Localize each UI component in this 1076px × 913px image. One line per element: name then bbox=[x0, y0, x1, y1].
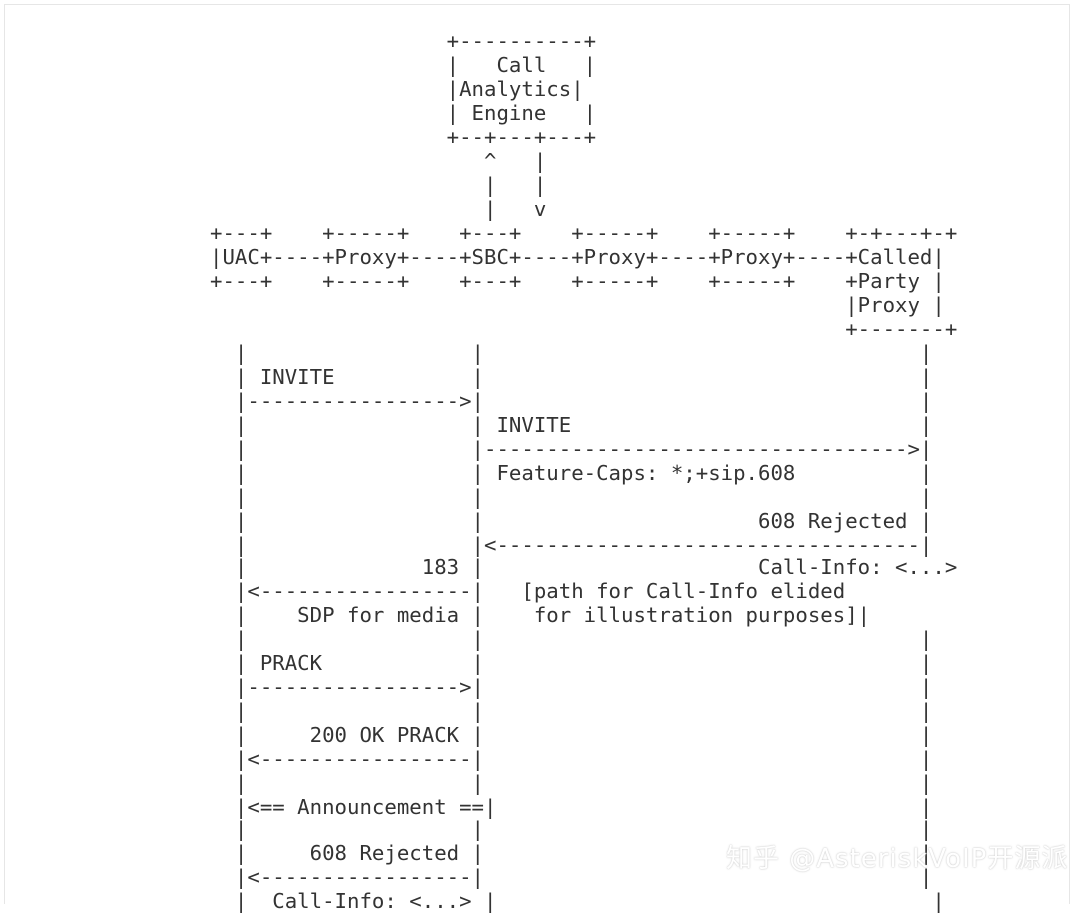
msg-invite2-arrow: | | INVITE | bbox=[210, 413, 933, 437]
msg-invite-label: | | | bbox=[210, 341, 933, 365]
analytics-box-label-1: | Call | bbox=[210, 53, 597, 77]
msg-200ok-label: | | | bbox=[210, 699, 933, 723]
entities-labels-1: |UAC+----+Proxy+----+SBC+----+Proxy+----… bbox=[210, 245, 945, 269]
lifeline-row: |<== Announcement ==| | bbox=[210, 795, 933, 819]
sip-call-flow-diagram: +----------+ | Call | |Analytics| | Engi… bbox=[210, 29, 1010, 913]
analytics-arrow-1: ^ | bbox=[210, 149, 547, 173]
msg-183-arrow-path-note: | 183 | Call-Info: <...> bbox=[210, 555, 958, 579]
lifeline-row: |----------------->| | bbox=[210, 675, 933, 699]
analytics-arrow-3: | v bbox=[210, 197, 547, 221]
analytics-box-label-2: |Analytics| bbox=[210, 77, 584, 101]
analytics-box-label-3: | Engine | bbox=[210, 101, 597, 125]
entities-bottom-border: |Proxy | bbox=[210, 293, 945, 317]
lifeline-row: |<-----------------| | bbox=[210, 747, 933, 771]
lifeline-row: +-------+ bbox=[210, 317, 958, 341]
analytics-box-bottom: +--+---+---+ bbox=[210, 125, 597, 149]
msg-sdp-illustration: |<-----------------| [path for Call-Info… bbox=[210, 579, 846, 603]
lifeline-row: | | Feature-Caps: *;+sip.608 | bbox=[210, 461, 933, 485]
entities-top-border: +---+ +-----+ +---+ +-----+ +-----+ +-+-… bbox=[210, 221, 958, 245]
msg-invite2-label: |----------------->| | bbox=[210, 389, 933, 413]
msg-608-final-arrow: | 608 Rejected | | bbox=[210, 841, 933, 865]
watermark-text: 知乎 @AsteriskVoIP开源派 bbox=[726, 844, 1069, 874]
msg-183-call-info: | |<----------------------------------| bbox=[210, 533, 933, 557]
msg-prack-arrow: | PRACK | | bbox=[210, 651, 933, 675]
lifeline-row: | SDP for media | for illustration purpo… bbox=[210, 603, 871, 627]
msg-call-info-final: |<-----------------| | bbox=[210, 865, 933, 889]
msg-prack-label: | | | bbox=[210, 627, 933, 651]
msg-announcement: | | | bbox=[210, 771, 933, 795]
msg-invite-arrow: | INVITE | | bbox=[210, 365, 933, 389]
msg-feature-caps: | |---------------------------------->| bbox=[210, 437, 933, 461]
entities-labels-2: +---+ +-----+ +---+ +-----+ +-----+ +Par… bbox=[210, 269, 945, 293]
msg-608-final-label: | | | bbox=[210, 817, 933, 841]
analytics-box-top: +----------+ bbox=[210, 29, 597, 53]
analytics-arrow-2: | | bbox=[210, 173, 547, 197]
msg-608-arrow: | | 608 Rejected | bbox=[210, 509, 933, 533]
figure-frame bbox=[4, 4, 1070, 904]
msg-608-label: | | | bbox=[210, 485, 933, 509]
msg-200ok-arrow: | 200 OK PRACK | | bbox=[210, 723, 933, 747]
lifeline-row: | Call-Info: <...> | | bbox=[210, 889, 945, 913]
